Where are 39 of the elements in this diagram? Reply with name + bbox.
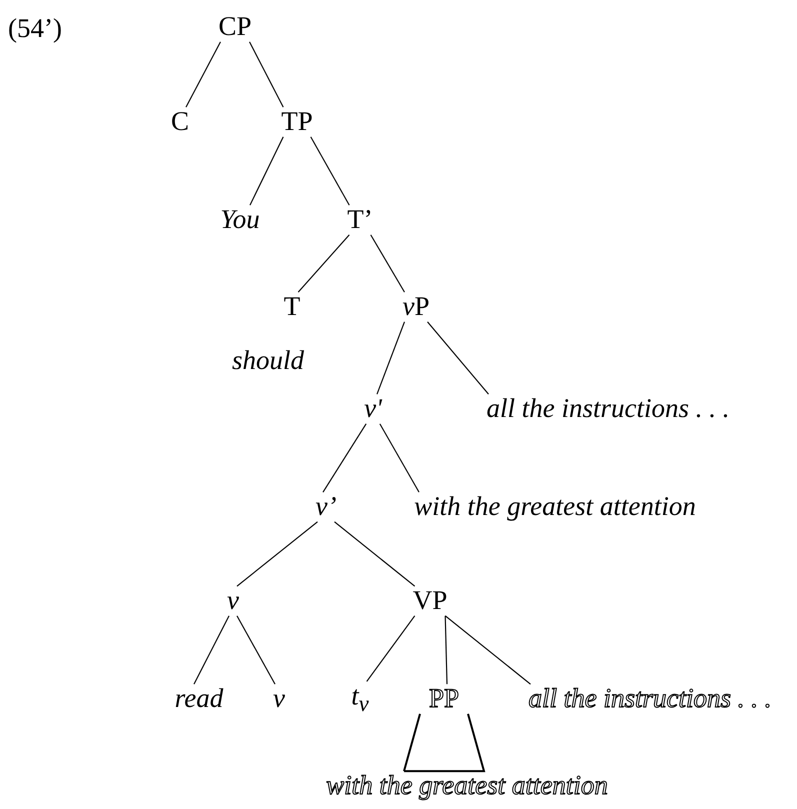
branch-line [186, 42, 221, 108]
branch-line [249, 42, 284, 108]
tree-node-label: T [284, 292, 300, 322]
tree-node-label: all the instructions . . . [486, 394, 730, 424]
copied-constituent: PP [428, 684, 460, 714]
example-number: (54’) [8, 14, 62, 44]
tree-node-label: VP [412, 586, 448, 616]
branch-line [444, 616, 448, 684]
tree-node-label: TP [281, 107, 313, 137]
branch-line [250, 136, 284, 206]
tree-node-label: v [227, 586, 239, 616]
word-label: should [232, 346, 304, 376]
tree-node-label: vP [402, 292, 430, 322]
branch-line [310, 136, 350, 206]
triangle-roof [403, 712, 486, 772]
tree-node-label: You [220, 205, 260, 235]
tree-node-label: v’ [316, 492, 336, 522]
branch-line [298, 234, 350, 293]
branch-line [334, 521, 416, 587]
copied-constituent: with the greatest attention [326, 771, 608, 801]
tree-node-label: v' [364, 394, 382, 424]
branch-line [236, 521, 318, 587]
copied-constituent: all the instructions . . . [528, 684, 772, 714]
tree-node-label: CP [218, 12, 252, 42]
tree-node-label: read [174, 684, 224, 714]
branch-line [322, 424, 367, 492]
tree-node-label: v [273, 684, 285, 714]
tree-node-label: with the greatest attention [414, 492, 696, 522]
tree-node-label: t$_{v}$ [351, 681, 369, 717]
branch-line [194, 616, 230, 684]
branch-line [444, 615, 531, 685]
tree-node-label: T’ [347, 205, 373, 235]
branch-line [376, 322, 405, 394]
branch-line [370, 234, 405, 292]
branch-line [236, 616, 276, 684]
branch-line [379, 424, 420, 492]
branch-line [427, 322, 489, 395]
tree-node-label: C [171, 107, 189, 137]
branch-line [366, 616, 416, 682]
